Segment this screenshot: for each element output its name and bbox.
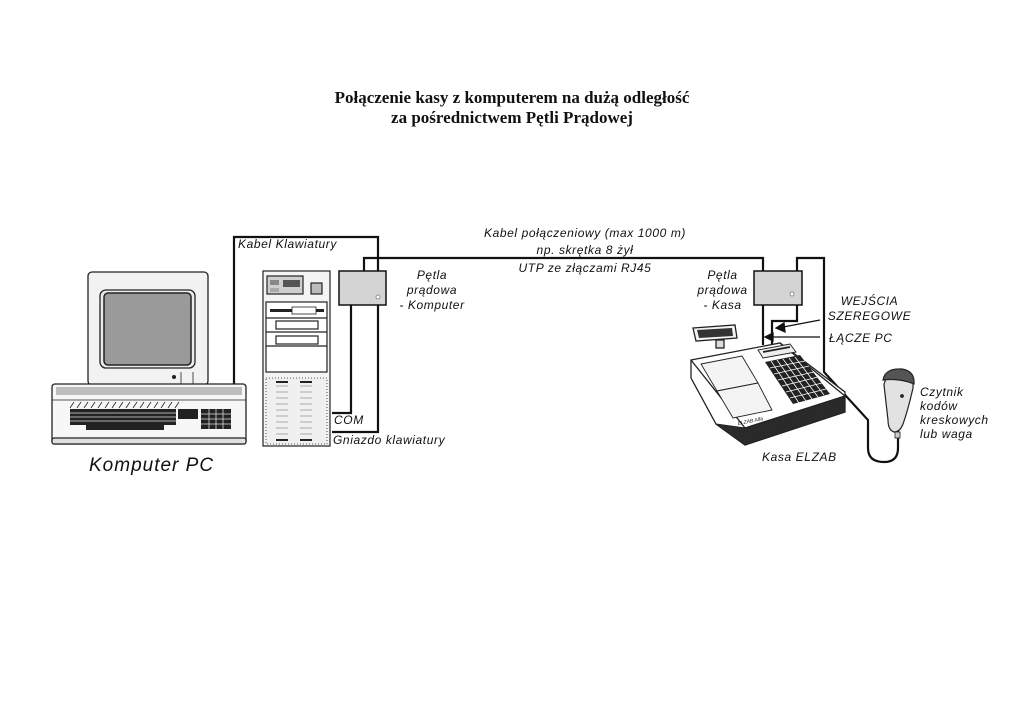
com-label: COM xyxy=(334,413,364,427)
barcode-scanner-icon xyxy=(882,368,915,439)
scanner-label-line2: kodów xyxy=(920,399,958,413)
keyboard-cable-wire xyxy=(232,235,380,434)
scanner-label-line4: lub waga xyxy=(920,427,973,441)
diagram-title-line1: Połączenie kasy z komputerem na dużą odl… xyxy=(334,88,690,107)
loop-register-label-line2: prądowa xyxy=(697,283,748,297)
serial-inputs-label-line2: SZEREGOWE xyxy=(827,309,912,323)
serial-inputs-label-line1: WEJŚCIA xyxy=(840,294,899,308)
crt-monitor-icon xyxy=(87,271,209,386)
keyboard-socket-label: Gniazdo klawiatury xyxy=(333,433,446,447)
wires xyxy=(232,235,900,464)
register-label: Kasa ELZAB xyxy=(762,450,837,464)
connection-cable-label: Kabel połączeniowy (max 1000 m) np. skrę… xyxy=(470,226,700,258)
utp-label: UTP ze złączami RJ45 xyxy=(518,261,652,275)
loop-computer-label-line2: prądowa xyxy=(406,283,458,297)
com-wire xyxy=(332,305,353,415)
connection-cable-wire xyxy=(362,256,765,271)
scanner-wire xyxy=(795,256,900,464)
loop-computer-label-line1: Pętla xyxy=(416,268,448,282)
keyboard-cable-label: Kabel Klawiatury xyxy=(238,237,337,251)
loop-computer-label: Pętla prądowa - Komputer xyxy=(392,268,472,313)
pc-tower-icon xyxy=(262,270,331,447)
current-loop-computer-box xyxy=(338,270,387,306)
serial-inputs-label: WEJŚCIA SZEREGOWE xyxy=(822,294,917,324)
register-brand: ELZAB Alfa xyxy=(737,416,764,427)
arrows xyxy=(763,319,821,343)
diagram-title-line2: za pośrednictwem Pętli Prądowej xyxy=(391,108,633,127)
loop-register-label-line3: - Kasa xyxy=(703,298,742,312)
scanner-label: Czytnik kodów kreskowych lub waga xyxy=(920,385,989,441)
scanner-label-line1: Czytnik xyxy=(920,385,964,399)
pc-link-label: ŁĄCZE PC xyxy=(829,331,893,345)
connection-cable-label-line2: np. skrętka 8 żył xyxy=(536,243,634,257)
cash-register-icon: ELZAB Alfa xyxy=(690,324,847,446)
scanner-label-line3: kreskowych xyxy=(920,413,989,427)
current-loop-register-box xyxy=(753,270,803,306)
arrow-pc-link-icon xyxy=(763,331,774,343)
loop-register-label: Pętla prądowa - Kasa xyxy=(690,268,755,313)
connection-cable-label-line1: Kabel połączeniowy (max 1000 m) xyxy=(483,226,687,240)
loop-register-label-line1: Pętla xyxy=(707,268,738,282)
computer-label: Komputer PC xyxy=(89,455,215,476)
keyboard-icon xyxy=(51,383,247,445)
arrow-serial-inputs-icon xyxy=(774,321,786,334)
loop-computer-label-line3: - Komputer xyxy=(399,298,465,312)
